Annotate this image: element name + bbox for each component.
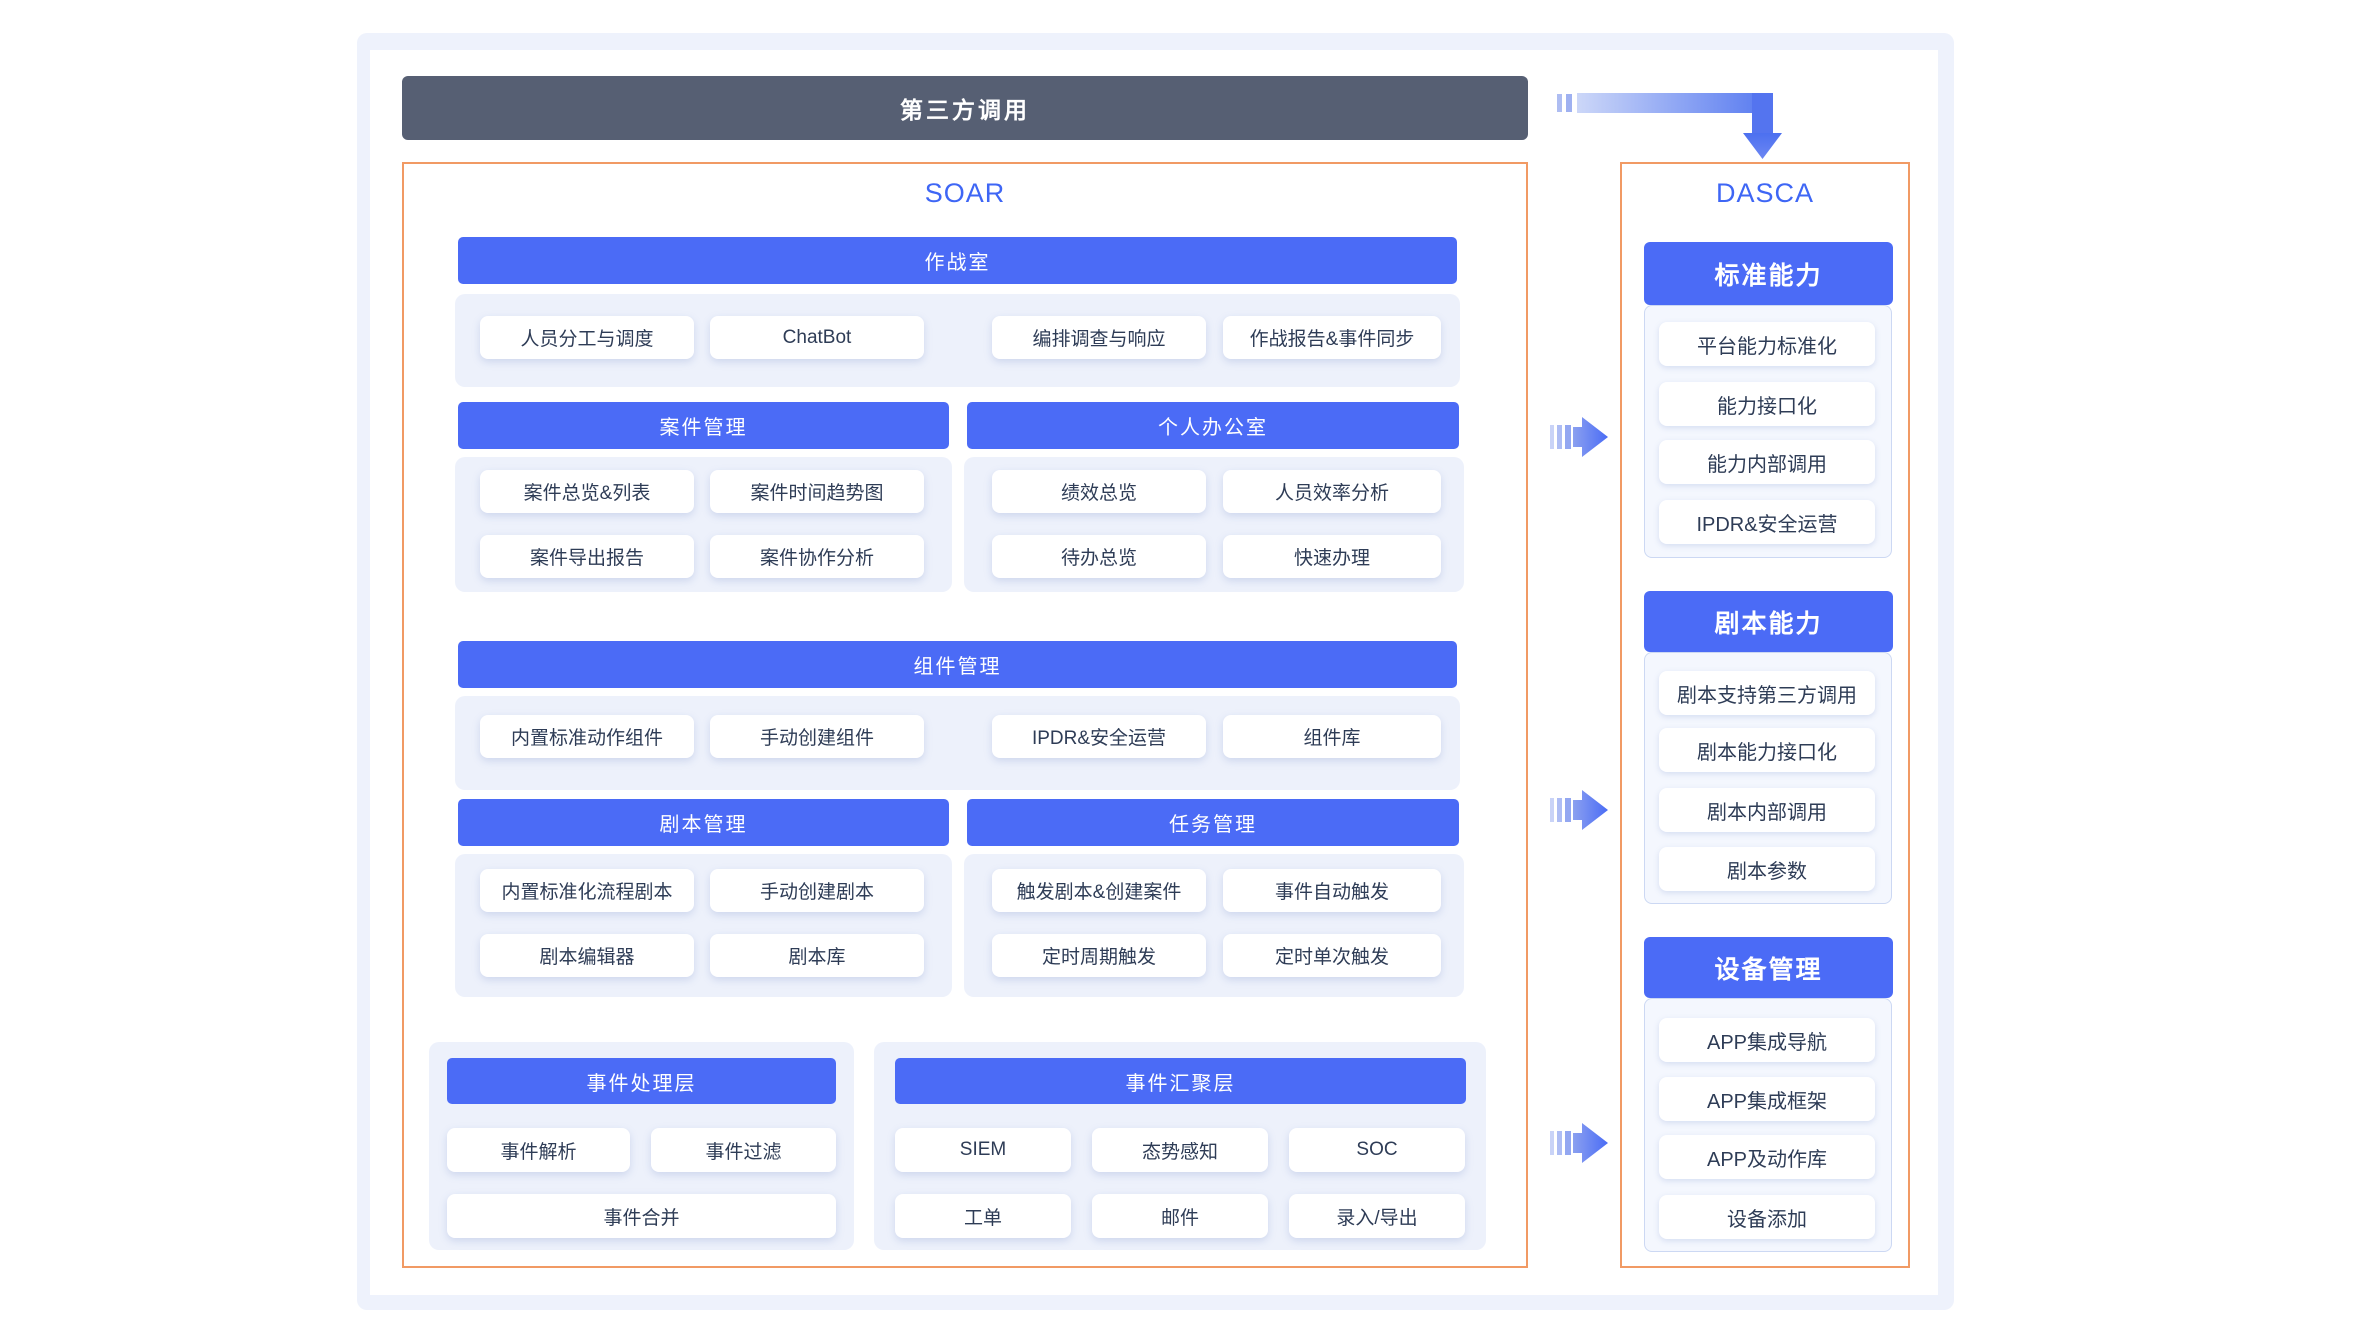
node-playbook-internal-call: 剧本内部调用 bbox=[1659, 788, 1875, 832]
node-case-collab-analysis: 案件协作分析 bbox=[710, 535, 924, 578]
node-manual-create-component: 手动创建组件 bbox=[710, 715, 924, 758]
node-orchestrated-investigation-response: 编排调查与响应 bbox=[992, 316, 1206, 359]
section-header-playbook-mgmt: 剧本管理 bbox=[458, 799, 949, 846]
node-soc: SOC bbox=[1289, 1128, 1465, 1172]
node-playbook-params: 剧本参数 bbox=[1659, 847, 1875, 891]
soar-box: SOAR 作战室 人员分工与调度 ChatBot 编排调查与响应 作战报告&事件… bbox=[402, 162, 1528, 1268]
group-header-standard-capability: 标准能力 bbox=[1644, 242, 1893, 305]
section-header-task-mgmt: 任务管理 bbox=[967, 799, 1459, 846]
section-header-war-room: 作战室 bbox=[458, 237, 1457, 284]
node-builtin-standard-flow-playbook: 内置标准化流程剧本 bbox=[480, 869, 694, 912]
node-platform-capability-standardization: 平台能力标准化 bbox=[1659, 322, 1875, 366]
node-case-time-trend: 案件时间趋势图 bbox=[710, 470, 924, 513]
node-ipdr-security-ops-dasca: IPDR&安全运营 bbox=[1659, 500, 1875, 544]
node-ipdr-security-ops: IPDR&安全运营 bbox=[992, 715, 1206, 758]
node-todo-overview: 待办总览 bbox=[992, 535, 1206, 578]
dasca-box: DASCA 标准能力 平台能力标准化 能力接口化 能力内部调用 IPDR&安全运… bbox=[1620, 162, 1910, 1268]
node-app-integration-framework: APP集成框架 bbox=[1659, 1077, 1875, 1121]
node-performance-overview: 绩效总览 bbox=[992, 470, 1206, 513]
node-war-report-event-sync: 作战报告&事件同步 bbox=[1223, 316, 1441, 359]
block-arrow-right-icon bbox=[1550, 1123, 1608, 1163]
node-app-integration-nav: APP集成导航 bbox=[1659, 1018, 1875, 1062]
dasca-title: DASCA bbox=[1715, 178, 1815, 208]
node-event-parsing: 事件解析 bbox=[447, 1128, 630, 1172]
node-scheduled-single-trigger: 定时单次触发 bbox=[1223, 934, 1441, 977]
node-case-export-report: 案件导出报告 bbox=[480, 535, 694, 578]
soar-title: SOAR bbox=[924, 178, 1006, 208]
elbow-arrow-down-icon bbox=[1557, 93, 1782, 159]
third-party-call-bar: 第三方调用 bbox=[402, 76, 1528, 140]
section-header-personal-office: 个人办公室 bbox=[967, 402, 1459, 449]
section-header-event-processing: 事件处理层 bbox=[447, 1058, 836, 1104]
node-event-merging: 事件合并 bbox=[447, 1194, 836, 1238]
node-component-library: 组件库 bbox=[1223, 715, 1441, 758]
group-header-device-mgmt: 设备管理 bbox=[1644, 937, 1893, 998]
section-header-component-mgmt: 组件管理 bbox=[458, 641, 1457, 688]
node-staff-efficiency-analysis: 人员效率分析 bbox=[1223, 470, 1441, 513]
node-capability-api: 能力接口化 bbox=[1659, 382, 1875, 426]
panel-event-aggregation: 事件汇聚层 SIEM 态势感知 SOC 工单 邮件 录入/导出 bbox=[874, 1042, 1486, 1250]
node-event-auto-trigger: 事件自动触发 bbox=[1223, 869, 1441, 912]
node-input-output: 录入/导出 bbox=[1289, 1194, 1465, 1238]
node-case-overview-list: 案件总览&列表 bbox=[480, 470, 694, 513]
section-header-event-aggregation: 事件汇聚层 bbox=[895, 1058, 1466, 1104]
node-quick-handle: 快速办理 bbox=[1223, 535, 1441, 578]
node-email: 邮件 bbox=[1092, 1194, 1268, 1238]
node-siem: SIEM bbox=[895, 1128, 1071, 1172]
node-manual-create-playbook: 手动创建剧本 bbox=[710, 869, 924, 912]
node-trigger-playbook-create-case: 触发剧本&创建案件 bbox=[992, 869, 1206, 912]
block-arrow-right-icon bbox=[1550, 790, 1608, 830]
node-capability-internal-call: 能力内部调用 bbox=[1659, 440, 1875, 484]
node-playbook-editor: 剧本编辑器 bbox=[480, 934, 694, 977]
section-header-case-mgmt: 案件管理 bbox=[458, 402, 949, 449]
node-playbook-third-party-call: 剧本支持第三方调用 bbox=[1659, 671, 1875, 715]
node-event-filtering: 事件过滤 bbox=[651, 1128, 836, 1172]
node-app-action-library: APP及动作库 bbox=[1659, 1135, 1875, 1179]
node-playbook-capability-api: 剧本能力接口化 bbox=[1659, 728, 1875, 772]
group-header-playbook-capability: 剧本能力 bbox=[1644, 591, 1893, 652]
panel-event-processing: 事件处理层 事件解析 事件过滤 事件合并 bbox=[429, 1042, 854, 1250]
node-builtin-standard-action-components: 内置标准动作组件 bbox=[480, 715, 694, 758]
node-scheduled-periodic-trigger: 定时周期触发 bbox=[992, 934, 1206, 977]
node-staff-division-scheduling: 人员分工与调度 bbox=[480, 316, 694, 359]
block-arrow-right-icon bbox=[1550, 417, 1608, 457]
node-situational-awareness: 态势感知 bbox=[1092, 1128, 1268, 1172]
node-device-add: 设备添加 bbox=[1659, 1195, 1875, 1239]
node-ticket: 工单 bbox=[895, 1194, 1071, 1238]
node-chatbot: ChatBot bbox=[710, 316, 924, 359]
node-playbook-library: 剧本库 bbox=[710, 934, 924, 977]
